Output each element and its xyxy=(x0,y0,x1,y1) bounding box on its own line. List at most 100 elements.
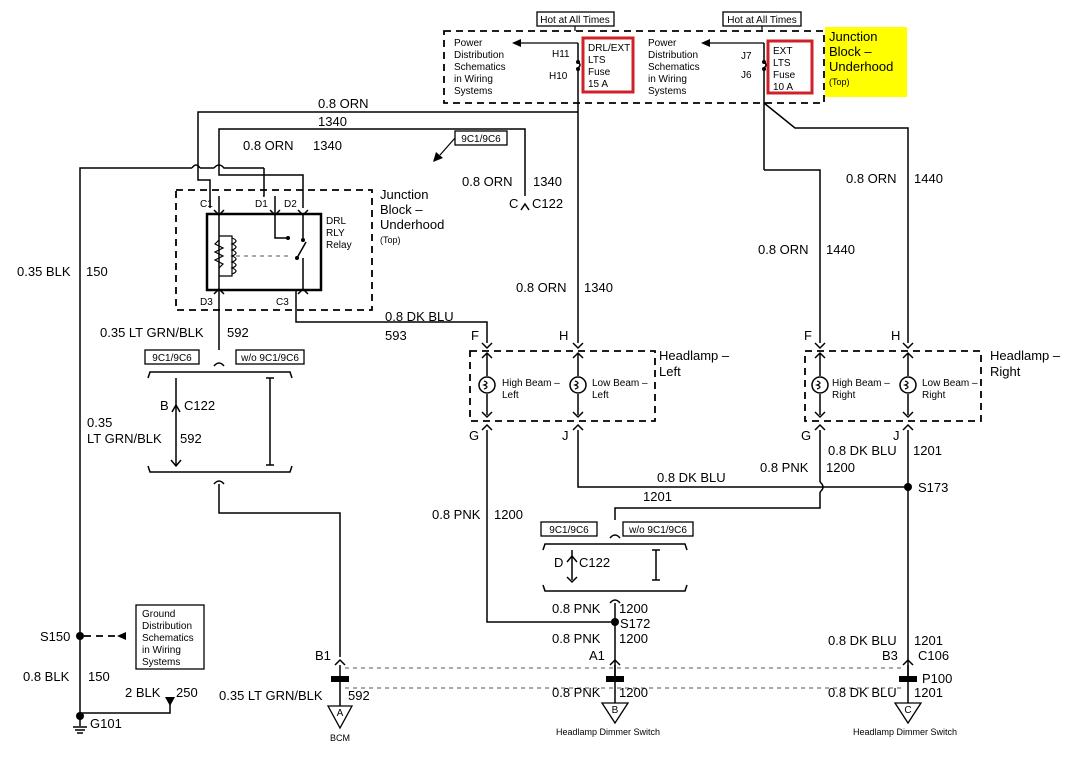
svg-text:Schematics: Schematics xyxy=(648,62,700,73)
wire-label-1: 0.8 ORN xyxy=(318,96,369,111)
wire-label-18: 0.8 BLK xyxy=(23,669,70,684)
svg-text:Systems: Systems xyxy=(454,86,492,97)
low-beam-right-label: Low Beam – Right xyxy=(922,378,978,401)
wire-150-ground xyxy=(79,167,192,713)
c122-left-pin: B xyxy=(160,398,169,413)
svg-text:Ground: Ground xyxy=(142,609,175,620)
option-tag-5-text: w/o 9C1/9C6 xyxy=(628,525,687,536)
pin-d2: D2 xyxy=(284,199,297,210)
connector-stack-dimmer-2 xyxy=(899,658,917,703)
power-distribution-ref-2: Power Distribution Schematics in Wiring … xyxy=(648,38,700,97)
wire-label-6: 0.8 ORN xyxy=(846,171,897,186)
wire-circuit-15: 1200 xyxy=(619,601,648,616)
wire-circuit-13: 1201 xyxy=(913,443,942,458)
wire-label-7: 0.35 BLK xyxy=(17,264,71,279)
wire-label-3: 0.8 ORN xyxy=(462,174,513,189)
option-tag-4-text: 9C1/9C6 xyxy=(549,525,589,536)
pin-b1: B1 xyxy=(315,648,331,663)
hot-tag-2-text: Hot at All Times xyxy=(727,15,796,26)
option-tag-2-text: 9C1/9C6 xyxy=(152,353,192,364)
svg-text:RLY: RLY xyxy=(326,228,345,239)
svg-text:Right: Right xyxy=(832,390,856,401)
hl-right-pin-h: H xyxy=(891,328,900,343)
wire-1200-left xyxy=(486,430,615,623)
wire-592-to-bcm xyxy=(218,484,341,657)
wire-label-20: 0.35 LT GRN/BLK xyxy=(219,688,323,703)
svg-text:High Beam –: High Beam – xyxy=(502,378,560,389)
component-ref-b: B xyxy=(612,705,619,716)
pin-h11: H11 xyxy=(552,49,570,60)
splice-s172 xyxy=(611,618,619,626)
svg-text:Headlamp –: Headlamp – xyxy=(659,348,730,363)
svg-text:Fuse: Fuse xyxy=(588,67,611,78)
svg-text:Right: Right xyxy=(990,364,1021,379)
wire-label-10a: 0.35 xyxy=(87,415,112,430)
high-beam-left-bulb xyxy=(478,342,496,431)
wire-label-15: 0.8 PNK xyxy=(552,601,601,616)
hl-left-pin-h: H xyxy=(559,328,568,343)
wire-label-13: 0.8 DK BLU xyxy=(828,443,897,458)
splice-s173-label: S173 xyxy=(918,480,948,495)
junction-block-underhood-label-top: Junction Block – Underhood (Top) xyxy=(829,29,893,87)
svg-text:Power: Power xyxy=(648,38,677,49)
wire-1201-left xyxy=(577,430,908,488)
svg-text:in Wiring: in Wiring xyxy=(142,645,181,656)
headlamp-left-label: Headlamp – Left xyxy=(659,348,730,379)
relay-coil xyxy=(213,214,237,290)
wire-label-8: 0.35 LT GRN/BLK xyxy=(100,325,204,340)
drl-relay-label: DRL RLY Relay xyxy=(326,216,352,251)
svg-text:LTS: LTS xyxy=(773,58,791,69)
pin-d1: D1 xyxy=(255,199,268,210)
component-ref-a: A xyxy=(337,708,344,719)
pin-c3: C3 xyxy=(276,297,289,308)
wire-circuit-16: 1200 xyxy=(619,631,648,646)
wire-circuit-18: 150 xyxy=(88,669,110,684)
pin-j6: J6 xyxy=(741,70,752,81)
c122-mid-pin: D xyxy=(554,555,563,570)
dimmer-switch-2-label: Headlamp Dimmer Switch xyxy=(853,727,957,737)
wire-label-5: 0.8 ORN xyxy=(758,242,809,257)
ext-lts-fuse-label: EXT LTS Fuse 10 A xyxy=(773,46,796,93)
svg-text:Systems: Systems xyxy=(142,657,180,668)
svg-text:in Wiring: in Wiring xyxy=(454,74,493,85)
ground-distribution-box xyxy=(135,604,205,670)
wire-circuit-9: 593 xyxy=(385,328,407,343)
svg-text:Left: Left xyxy=(592,390,609,401)
ground-g101-label: G101 xyxy=(90,716,122,731)
pin-c1: C1 xyxy=(200,199,213,210)
drl-relay-box xyxy=(205,212,323,292)
svg-text:(Top): (Top) xyxy=(829,77,850,87)
component-ref-a-triangle xyxy=(326,705,354,730)
wire-label-21: 0.8 PNK xyxy=(552,685,601,700)
wire-label-22: 0.8 DK BLU xyxy=(828,685,897,700)
bcm-label: BCM xyxy=(330,733,350,743)
svg-text:Distribution: Distribution xyxy=(648,50,698,61)
hl-right-pin-f: F xyxy=(804,328,812,343)
wire-circuit-12: 1200 xyxy=(826,460,855,475)
c122-top-label: C122 xyxy=(532,196,563,211)
wire-label-10b: LT GRN/BLK xyxy=(87,431,162,446)
pd-arrow-2-head xyxy=(701,39,710,47)
wire-circuit-14: 1200 xyxy=(494,507,523,522)
svg-text:Distribution: Distribution xyxy=(142,621,192,632)
wire-label-9: 0.8 DK BLU xyxy=(385,309,454,324)
relay-junction-block-outline xyxy=(175,189,373,311)
svg-text:Relay: Relay xyxy=(326,240,352,251)
ext-lts-fuse-box xyxy=(766,39,814,95)
junction-block-underhood-label-relay: Junction Block – Underhood (Top) xyxy=(380,187,444,245)
pin-j7: J7 xyxy=(741,51,752,62)
svg-text:Left: Left xyxy=(659,364,681,379)
svg-text:DRL: DRL xyxy=(326,216,346,227)
option-tag-3 xyxy=(235,349,305,365)
wire-circuit-19: 250 xyxy=(176,685,198,700)
svg-text:Low Beam –: Low Beam – xyxy=(922,378,978,389)
wire-1440-left xyxy=(764,169,821,343)
c106-label: C106 xyxy=(918,648,949,663)
c122-mid-label: C122 xyxy=(579,555,610,570)
wire-label-16: 0.8 PNK xyxy=(552,631,601,646)
power-distribution-ref-1: Power Distribution Schematics in Wiring … xyxy=(454,38,506,97)
svg-text:Block –: Block – xyxy=(829,44,872,59)
svg-text:10 A: 10 A xyxy=(773,82,793,93)
option-tag-3-text: w/o 9C1/9C6 xyxy=(240,353,299,364)
headlamp-right-label: Headlamp – Right xyxy=(990,348,1061,379)
